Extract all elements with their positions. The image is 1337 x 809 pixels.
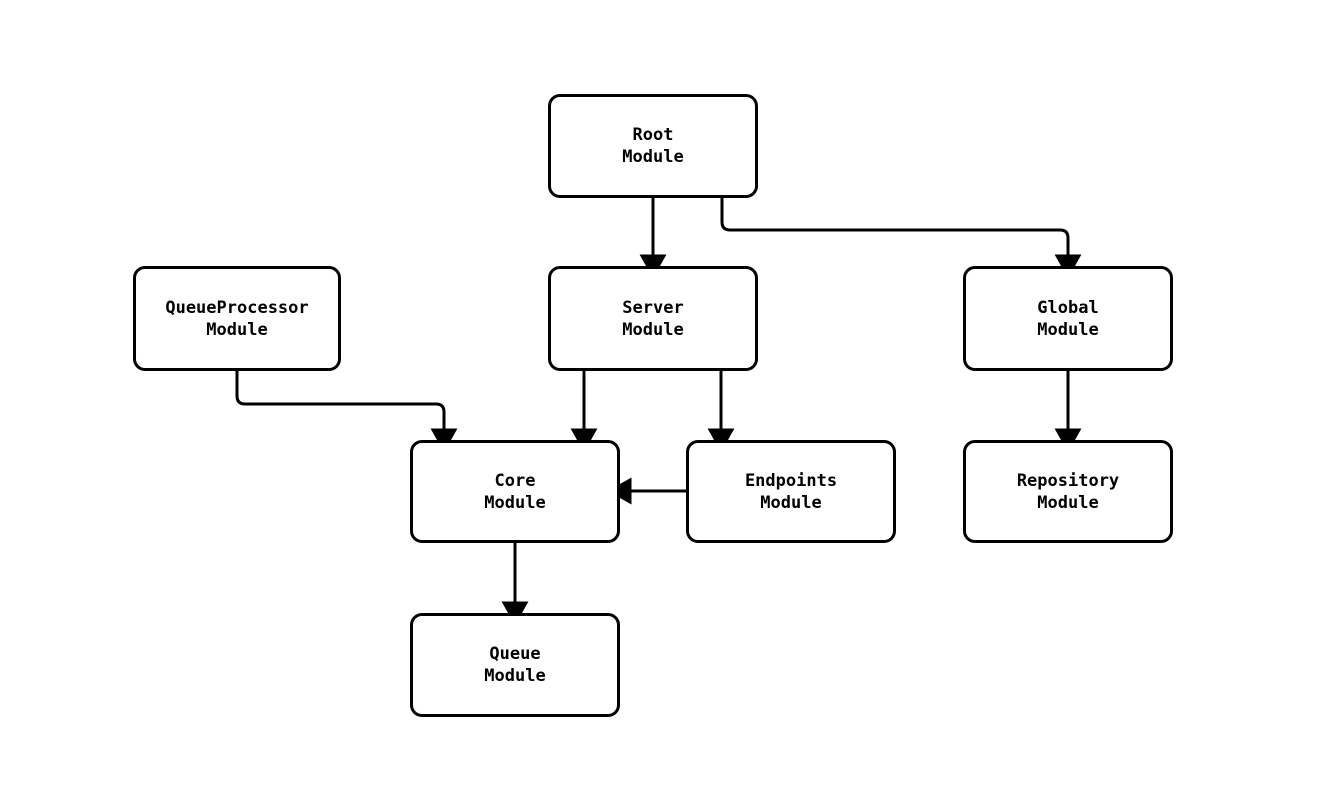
node-label-line2: Module xyxy=(484,492,546,513)
queue-module-node[interactable]: Queue Module xyxy=(410,613,620,717)
node-label-line2: Module xyxy=(206,319,268,340)
node-label-line2: Module xyxy=(622,147,684,167)
global-module-node[interactable]: Global Module xyxy=(963,266,1173,371)
node-label-line1: Core xyxy=(494,470,536,491)
node-label-line1: Queue xyxy=(489,644,541,664)
node-label-line2: Module xyxy=(1037,319,1099,340)
node-label-line1: Endpoints xyxy=(744,470,838,491)
queueprocessor-module-node[interactable]: QueueProcessor Module xyxy=(133,266,341,371)
root-module-node[interactable]: Root Module xyxy=(548,94,758,198)
node-label-line2: Module xyxy=(622,319,684,340)
node-label-line2: Module xyxy=(484,666,546,686)
node-label-line1: QueueProcessor xyxy=(165,297,309,318)
node-label-line1: Global xyxy=(1037,297,1099,318)
node-label-line1: Root xyxy=(632,125,674,145)
repository-module-node[interactable]: Repository Module xyxy=(963,440,1173,543)
endpoints-module-node[interactable]: Endpoints Module xyxy=(686,440,896,543)
node-label-line1: Server xyxy=(622,297,684,318)
edge-queueprocessor-to-core xyxy=(235,371,458,453)
node-label-line1: Repository xyxy=(1016,470,1120,491)
server-module-node[interactable]: Server Module xyxy=(548,266,758,371)
core-module-node[interactable]: Core Module xyxy=(410,440,620,543)
node-label-line2: Module xyxy=(760,492,822,513)
edge-root-to-global xyxy=(720,198,1082,279)
node-label-line2: Module xyxy=(1037,492,1099,513)
